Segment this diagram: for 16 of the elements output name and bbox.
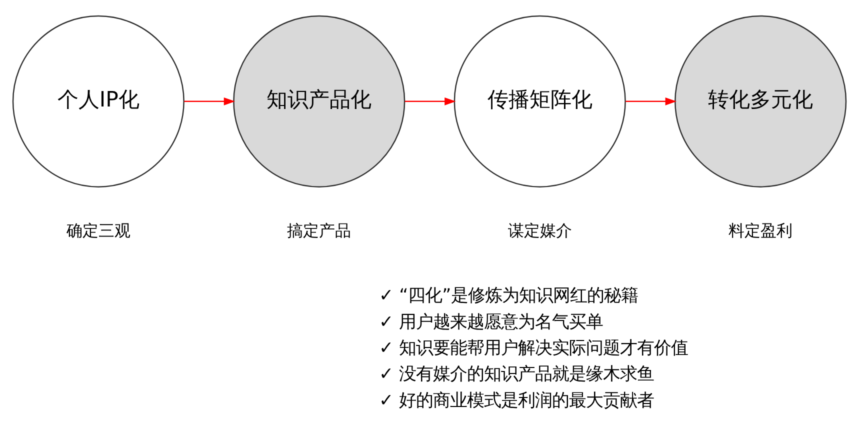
label: ✓ 用户越来越愿意为名气买单	[378, 312, 604, 332]
node-label: 谋定媒介	[508, 220, 572, 240]
label: ✓ “四化”是修炼为知识网红的秘籍	[378, 286, 638, 306]
node-circle: 知识产品化	[233, 14, 406, 187]
arrow	[404, 96, 456, 105]
node-circle: 转化多元化	[674, 14, 847, 187]
node-circle: 个人IP化	[12, 14, 184, 187]
node-label: 料定盈利	[728, 220, 793, 240]
arrow	[626, 96, 677, 105]
label: ✓ 没有媒介的知识产品就是缘木求鱼	[378, 364, 654, 384]
arrow	[184, 96, 236, 105]
label: ✓ 知识要能帮用户解决实际问题才有价值	[378, 338, 688, 358]
node-label: 搞定产品	[287, 220, 352, 240]
label: ✓ 好的商业模式是利润的最大贡献者	[378, 390, 654, 410]
node-circle: 传播矩阵化	[454, 14, 626, 187]
node-label: 确定三观	[66, 220, 130, 240]
